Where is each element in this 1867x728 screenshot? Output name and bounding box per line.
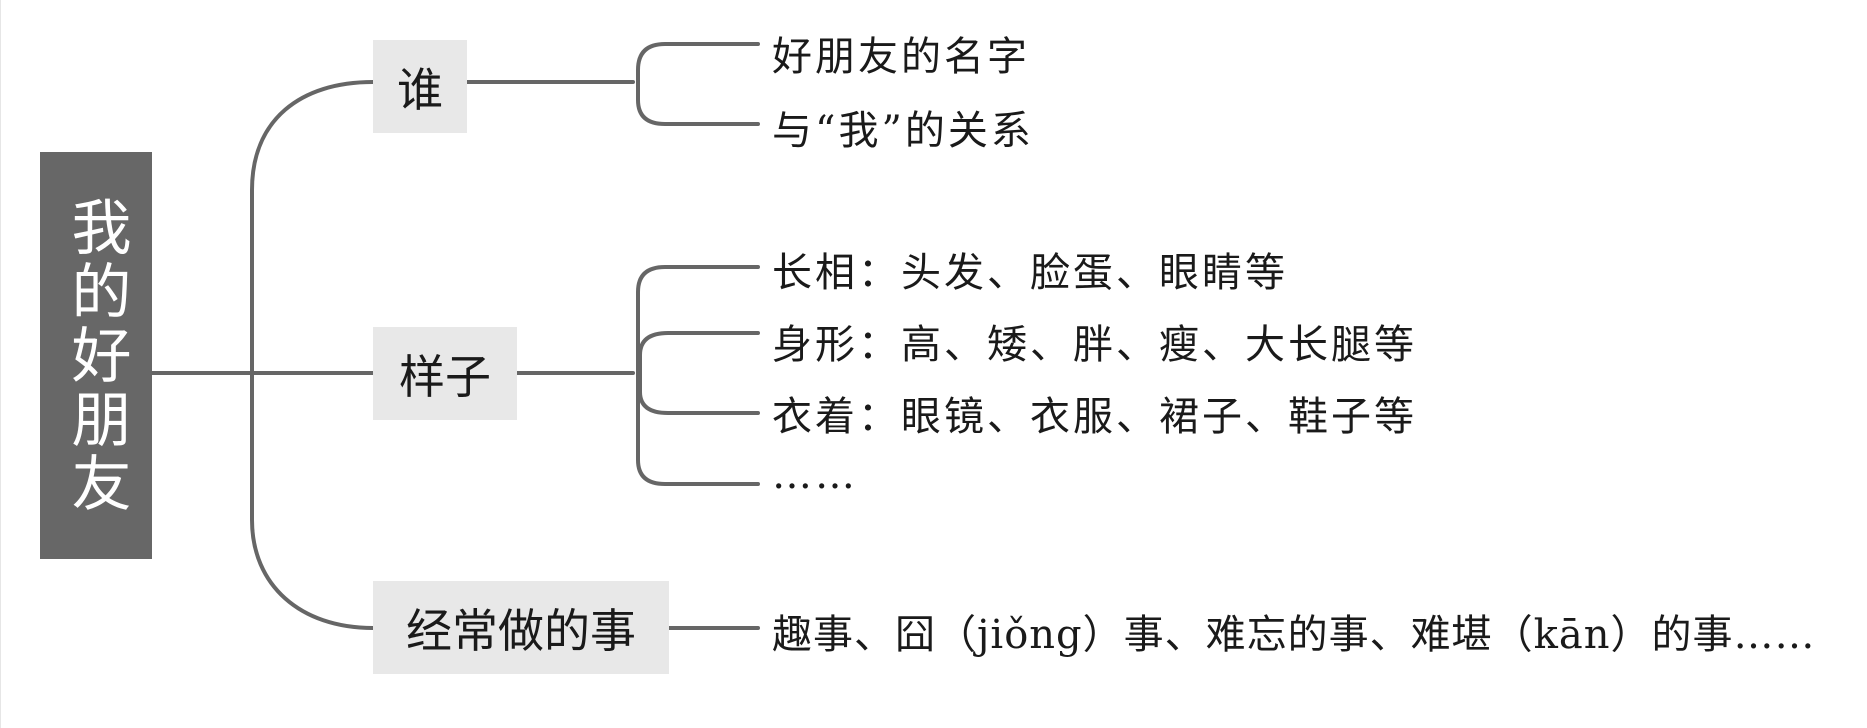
root-label: 我的好朋友: [61, 195, 131, 516]
branch-looks-label: 样子: [399, 349, 491, 404]
branch-who: 谁: [373, 40, 467, 133]
leaf-frequent-things: 趣事、囧（jiǒng）事、难忘的事、难堪（kān）的事……: [772, 612, 1816, 658]
leaf-friend-name: 好朋友的名字: [772, 34, 1030, 80]
looks-leaf-clothes: [638, 371, 760, 415]
root-node: 我的好朋友: [40, 152, 152, 559]
branch-who-label: 谁: [397, 62, 443, 117]
trunk-connector: [250, 80, 375, 630]
branch-things-label: 经常做的事: [406, 603, 636, 658]
looks-leaf-bracket: [636, 265, 760, 486]
branch-looks: 样子: [373, 327, 517, 420]
leaf-appearance-body: 身形：高、矮、胖、瘦、大长腿等: [772, 322, 1417, 368]
leaf-appearance-more: ……: [772, 452, 858, 498]
leaf-appearance-face: 长相：头发、脸蛋、眼睛等: [772, 250, 1288, 296]
looks-leaf-body: [638, 331, 760, 375]
branch-things: 经常做的事: [373, 581, 669, 674]
who-leaf-bracket: [636, 42, 760, 126]
leaf-relationship: 与“我”的关系: [772, 108, 1034, 154]
left-border: [0, 0, 1, 728]
leaf-appearance-clothes: 衣着：眼镜、衣服、裙子、鞋子等: [772, 394, 1417, 440]
